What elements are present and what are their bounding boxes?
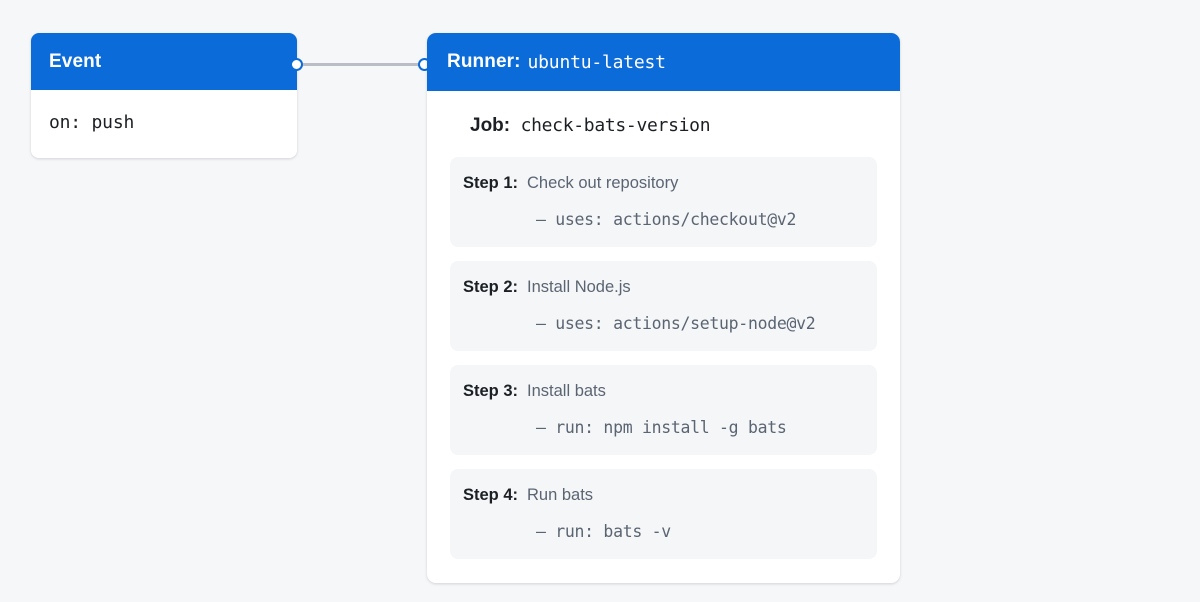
step-card[interactable]: Step 2: Install Node.js – uses: actions/… xyxy=(450,261,877,351)
event-node-body: on: push xyxy=(31,90,297,158)
step-title: Step 2: Install Node.js xyxy=(463,278,859,297)
step-number: Step 1: xyxy=(463,174,519,192)
job-line: Job: check-bats-version xyxy=(450,91,877,157)
step-number: Step 4: xyxy=(463,486,519,504)
runner-node-header: Runner: ubuntu-latest xyxy=(427,33,900,91)
event-node-header: Event xyxy=(31,33,297,90)
connector-line xyxy=(297,63,425,66)
step-detail: – run: bats -v xyxy=(536,522,671,541)
event-node-title: Event xyxy=(49,50,102,72)
step-list: Step 1: Check out repository – uses: act… xyxy=(450,157,877,559)
step-name: Install bats xyxy=(527,382,606,400)
step-card[interactable]: Step 1: Check out repository – uses: act… xyxy=(450,157,877,247)
step-name: Run bats xyxy=(527,486,594,504)
event-trigger-line: on: push xyxy=(49,112,135,133)
runner-node[interactable]: Runner: ubuntu-latest Job: check-bats-ve… xyxy=(427,33,900,583)
step-title: Step 4: Run bats xyxy=(463,486,859,505)
step-card[interactable]: Step 4: Run bats – run: bats -v xyxy=(450,469,877,559)
step-detail: – run: npm install -g bats xyxy=(536,418,787,437)
step-title: Step 3: Install bats xyxy=(463,382,859,401)
step-number: Step 2: xyxy=(463,278,519,296)
job-label: Job: xyxy=(470,115,511,136)
job-value: check-bats-version xyxy=(520,115,711,136)
step-detail: – uses: actions/checkout@v2 xyxy=(536,210,797,229)
runner-node-body: Job: check-bats-version Step 1: Check ou… xyxy=(427,91,900,583)
event-node[interactable]: Event on: push xyxy=(31,33,297,158)
step-name: Install Node.js xyxy=(527,278,631,296)
runner-label: Runner: xyxy=(447,51,521,72)
step-detail: – uses: actions/setup-node@v2 xyxy=(536,314,816,333)
connector-dot-source xyxy=(290,58,303,71)
step-title: Step 1: Check out repository xyxy=(463,174,859,193)
runner-value: ubuntu-latest xyxy=(527,51,666,73)
step-number: Step 3: xyxy=(463,382,519,400)
step-card[interactable]: Step 3: Install bats – run: npm install … xyxy=(450,365,877,455)
step-name: Check out repository xyxy=(527,174,679,192)
